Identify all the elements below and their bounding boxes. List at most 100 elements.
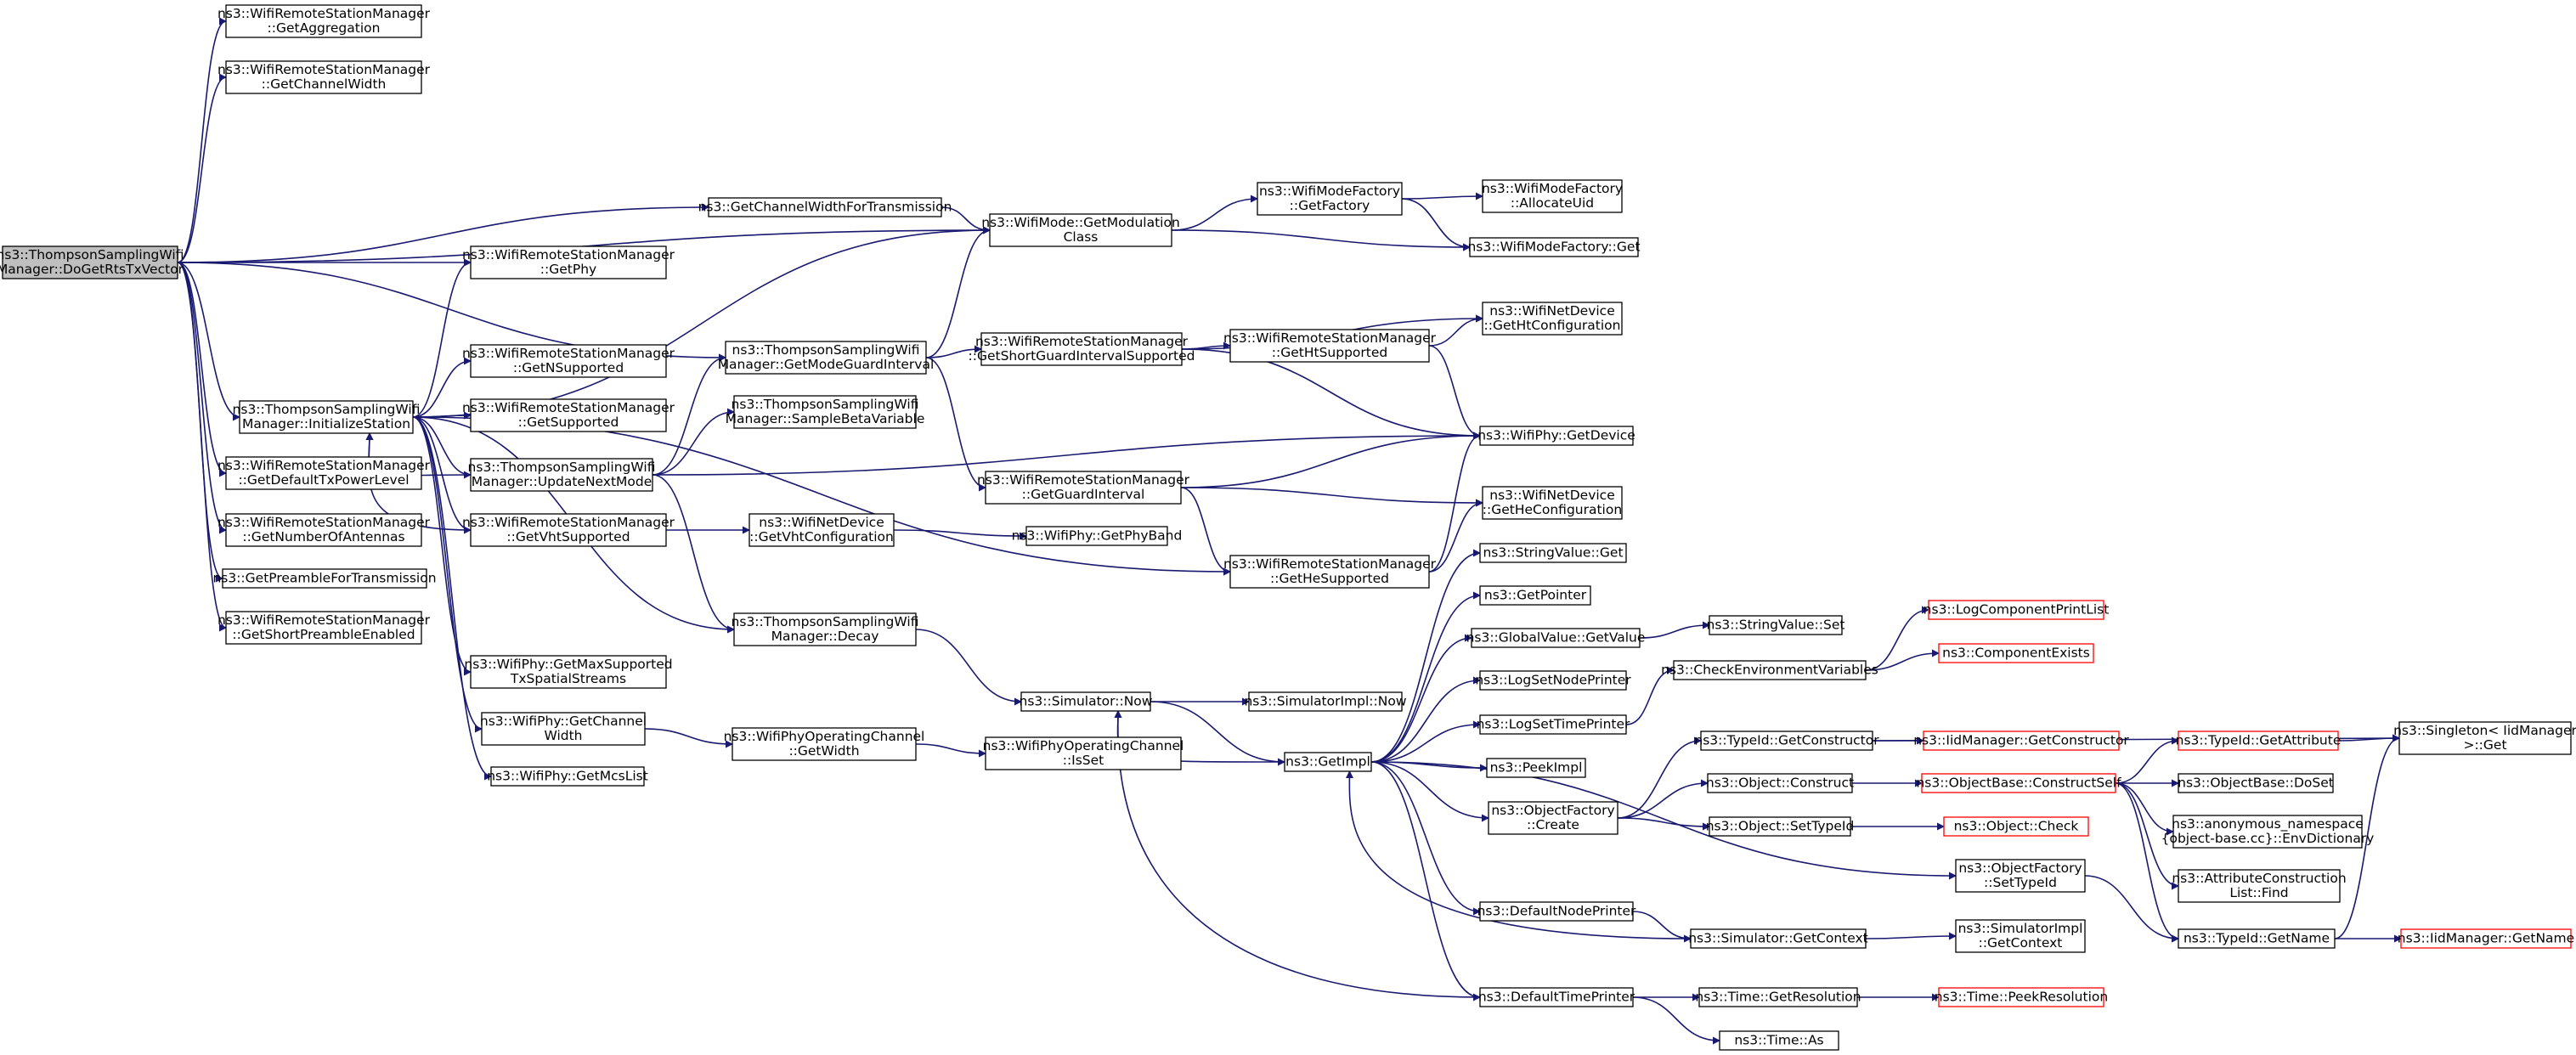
node-box [1469,237,1639,257]
node-op-ch-get-width[interactable]: ns3::WifiPhyOperatingChannel::GetWidth [724,727,925,761]
node-label: ns3::WifiRemoteStationManager [462,247,675,262]
edge-init-station-to-get-vht-supported [412,416,472,534]
node-box [1479,714,1627,735]
node-type-id-get-constructor[interactable]: ns3::TypeId::GetConstructor [1694,731,1879,751]
node-default-time-printer[interactable]: ns3::DefaultTimePrinter [1478,987,1635,1007]
node-box [1020,691,1151,712]
node-get-nsupported[interactable]: ns3::WifiRemoteStationManager::GetNSuppo… [462,344,675,378]
node-wmf-get-factory[interactable]: ns3::WifiModeFactory::GetFactory [1257,182,1403,216]
node-label: ::GetHeSupported [1270,571,1389,586]
node-get-pointer[interactable]: ns3::GetPointer [1479,585,1591,606]
edge-get-mod-class-to-wmf-get [1171,229,1471,251]
node-iid-mgr-get-constructor[interactable]: ns3::IidManager::GetConstructor [1913,731,2129,751]
node-log-set-node-printer[interactable]: ns3::LogSetNodePrinter [1475,670,1631,691]
node-label: ns3::WifiRemoteStationManager [217,62,431,77]
node-component-exists[interactable]: ns3::ComponentExists [1938,643,2094,663]
node-get-default-tx-power[interactable]: ns3::WifiRemoteStationManager::GetDefaul… [217,456,431,490]
node-log-set-time-printer[interactable]: ns3::LogSetTimePrinter [1477,714,1630,735]
node-get-channel-width[interactable]: ns3::WifiRemoteStationManager::GetChanne… [217,60,431,94]
node-get-vht-supported[interactable]: ns3::WifiRemoteStationManager::GetVhtSup… [462,513,675,547]
node-log-comp-print-list[interactable]: ns3::LogComponentPrintList [1924,600,2110,620]
node-get-impl[interactable]: ns3::GetImpl [1284,752,1372,772]
node-default-node-printer[interactable]: ns3::DefaultNodePrinter [1477,901,1636,922]
node-string-value-get[interactable]: ns3::StringValue::Get [1479,543,1627,563]
node-sim-impl-get-context[interactable]: ns3::SimulatorImpl::GetContext [1955,919,2086,953]
node-label: ns3::StringValue::Get [1483,545,1623,561]
node-get-phy-band[interactable]: ns3::WifiPhy::GetPhyBand [1012,526,1183,546]
edge-global-value-get-value-to-string-value-set [1639,621,1710,639]
node-label: ::GetHtConfiguration [1484,318,1621,333]
node-get-ht-config[interactable]: ns3::WifiNetDevice::GetHtConfiguration [1482,302,1623,336]
node-label: ns3::ObjectFactory [1958,860,2082,876]
node-type-id-get-name[interactable]: ns3::TypeId::GetName [2178,928,2336,949]
node-box [725,341,927,375]
node-obj-factory-set-type-id[interactable]: ns3::ObjectFactory::SetTypeId [1955,859,2086,893]
node-sample-beta[interactable]: ns3::ThompsonSamplingWifiManager::Sample… [726,395,925,429]
node-label: ::Create [1527,817,1579,832]
node-sim-now[interactable]: ns3::Simulator::Now [1020,691,1153,712]
node-object-check[interactable]: ns3::Object::Check [1943,816,2089,837]
node-wmf-get[interactable]: ns3::WifiModeFactory::Get [1467,237,1641,257]
node-sim-get-context[interactable]: ns3::Simulator::GetContext [1688,928,1868,949]
node-get-preamble[interactable]: ns3::GetPreambleForTransmission [212,568,437,589]
edge-sim-get-context-to-get-impl [1345,770,1692,939]
node-get-short-preamble[interactable]: ns3::WifiRemoteStationManager::GetShortP… [217,611,431,645]
node-sim-impl-now[interactable]: ns3::SimulatorImpl::Now [1244,691,1407,712]
node-type-id-get-attribute[interactable]: ns3::TypeId::GetAttribute [2176,731,2342,751]
node-obj-base-do-set[interactable]: ns3::ObjectBase::DoSet [2178,773,2334,793]
node-allocate-uid[interactable]: ns3::WifiModeFactory::AllocateUid [1482,179,1623,213]
node-label: ns3::TypeId::GetAttribute [2176,733,2342,748]
node-rsm-get-gi[interactable]: ns3::WifiRemoteStationManager::GetGuardI… [977,471,1190,505]
node-get-ht-supported[interactable]: ns3::WifiRemoteStationManager::GetHtSupp… [1223,329,1437,363]
node-time-get-resolution[interactable]: ns3::Time::GetResolution [1695,987,1861,1007]
node-init-station[interactable]: ns3::ThompsonSamplingWifiManager::Initia… [233,400,421,434]
node-string-value-set[interactable]: ns3::StringValue::Set [1707,615,1845,635]
node-op-ch-is-set[interactable]: ns3::WifiPhyOperatingChannel::IsSet [983,736,1184,770]
node-global-value-get-value[interactable]: ns3::GlobalValue::GetValue [1466,628,1646,648]
node-box [2178,731,2339,751]
node-env-dictionary[interactable]: ns3::anonymous_namespace{object-base.cc}… [2161,815,2375,849]
node-get-mcs-list[interactable]: ns3::WifiPhy::GetMcsList [487,766,648,787]
node-get-num-antennas[interactable]: ns3::WifiRemoteStationManager::GetNumber… [217,513,431,547]
node-label: ns3::WifiRemoteStationManager [975,334,1189,349]
node-singleton-get[interactable]: ns3::Singleton< IidManager >::Get [2393,721,2576,755]
node-get-short-gisupported[interactable]: ns3::WifiRemoteStationManager::GetShortG… [969,332,1195,366]
edge-get-impl-to-log-set-time-printer [1370,720,1481,763]
node-phy-get-device[interactable]: ns3::WifiPhy::GetDevice [1477,426,1635,446]
node-label: ns3::WifiModeFactory [1482,181,1623,196]
node-peek-impl[interactable]: ns3::PeekImpl [1486,758,1586,778]
node-check-env-vars[interactable]: ns3::CheckEnvironmentVariables [1661,660,1878,680]
edge-wmf-get-factory-to-wmf-get [1401,198,1471,251]
node-phy-get-ch-width[interactable]: ns3::WifiPhy::GetChannelWidth [480,712,647,746]
node-label: ns3::LogComponentPrintList [1924,602,2110,618]
node-label: ns3::TypeId::GetName [2183,931,2330,946]
edge-get-impl-to-get-pointer [1370,591,1481,763]
node-get-ch-width-tx[interactable]: ns3::GetChannelWidthForTransmission [698,197,952,217]
node-obj-factory-create[interactable]: ns3::ObjectFactory::Create [1488,801,1618,835]
node-get-vht-config[interactable]: ns3::WifiNetDevice::GetVhtConfiguration [749,513,895,547]
node-obj-base-construct-self[interactable]: ns3::ObjectBase::ConstructSelf [1916,773,2121,793]
node-object-construct[interactable]: ns3::Object::Construct [1706,773,1854,793]
node-iid-mgr-get-name[interactable]: ns3::IidManager::GetName [2398,928,2574,949]
node-object-set-type-id[interactable]: ns3::Object::SetTypeId [1706,816,1855,837]
edge-decay-to-sim-now [915,629,1022,706]
node-box [1698,987,1858,1007]
node-time-as[interactable]: ns3::Time::As [1719,1030,1839,1051]
node-rsm-get-phy[interactable]: ns3::WifiRemoteStationManager::GetPhy [462,245,675,279]
node-box [1479,670,1627,691]
node-label: ::GetHeConfiguration [1483,502,1622,517]
node-get-he-supported[interactable]: ns3::WifiRemoteStationManager::GetHeSupp… [1223,555,1437,589]
node-get-mode-gi[interactable]: ns3::ThompsonSamplingWifiManager::GetMod… [718,341,935,375]
node-get-he-config[interactable]: ns3::WifiNetDevice::GetHeConfiguration [1482,486,1623,520]
node-get-aggregation[interactable]: ns3::WifiRemoteStationManager::GetAggreg… [217,4,431,38]
node-root[interactable]: ns3::ThompsonSamplingWifiManager::DoGetR… [0,245,184,279]
node-get-supported[interactable]: ns3::WifiRemoteStationManager::GetSuppor… [462,398,675,432]
node-time-peek-resolution[interactable]: ns3::Time::PeekResolution [1935,987,2108,1007]
node-update-next-mode[interactable]: ns3::ThompsonSamplingWifiManager::Update… [468,458,656,492]
node-label: ns3::WifiPhy::GetMcsList [487,769,648,784]
node-label: ns3::ThompsonSamplingWifi [732,397,919,412]
node-get-max-ss[interactable]: ns3::WifiPhy::GetMaxSupportedTxSpatialSt… [464,655,673,689]
